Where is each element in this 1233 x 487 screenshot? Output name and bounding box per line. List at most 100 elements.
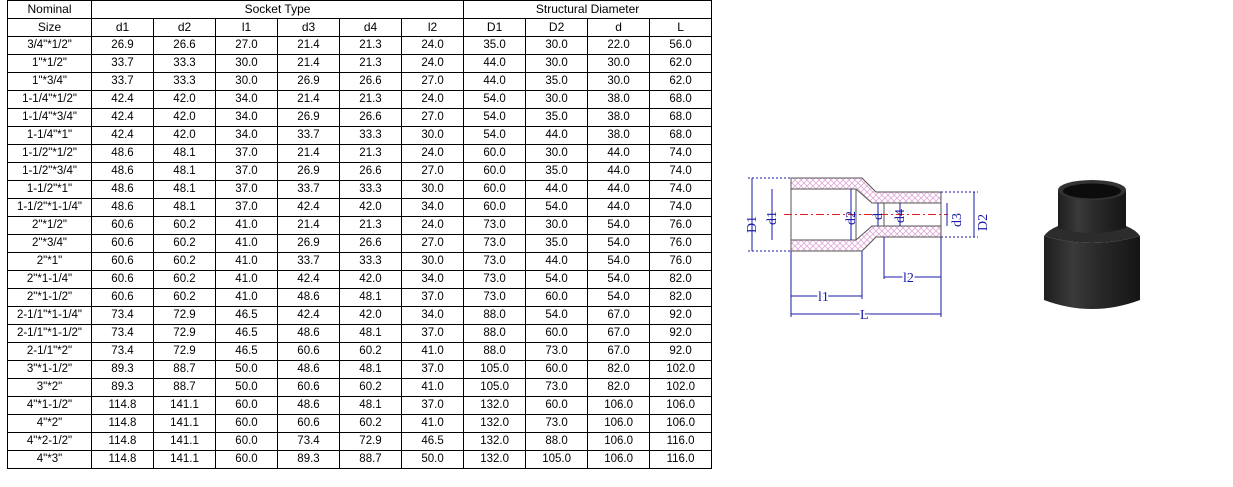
value-cell: 60.6 bbox=[91, 252, 154, 271]
value-cell: 60.0 bbox=[215, 450, 278, 469]
value-cell: 37.0 bbox=[215, 180, 278, 199]
value-cell: 41.0 bbox=[400, 414, 465, 433]
value-cell: 33.3 bbox=[339, 180, 402, 199]
value-cell: 41.0 bbox=[400, 342, 465, 361]
value-cell: 88.0 bbox=[525, 432, 589, 451]
value-cell: 21.4 bbox=[277, 36, 340, 55]
value-cell: 26.9 bbox=[277, 72, 340, 91]
value-cell: 44.0 bbox=[463, 72, 527, 91]
value-cell: 37.0 bbox=[215, 162, 278, 181]
value-cell: 82.0 bbox=[587, 378, 651, 397]
value-cell: 60.0 bbox=[463, 198, 527, 217]
value-cell: 38.0 bbox=[587, 108, 651, 127]
value-cell: 82.0 bbox=[587, 360, 651, 379]
size-cell: 3/4"*1/2" bbox=[7, 36, 92, 55]
value-cell: 44.0 bbox=[525, 180, 589, 199]
value-cell: 48.6 bbox=[91, 180, 154, 199]
dim-label-d1: d1 bbox=[765, 211, 780, 225]
value-cell: 34.0 bbox=[400, 306, 465, 325]
value-cell: 30.0 bbox=[587, 54, 651, 73]
value-cell: 92.0 bbox=[649, 306, 713, 325]
value-cell: 48.6 bbox=[91, 144, 154, 163]
value-cell: 88.7 bbox=[339, 450, 402, 469]
size-cell: 3"*2" bbox=[7, 378, 92, 397]
value-cell: 33.3 bbox=[153, 54, 216, 73]
value-cell: 73.0 bbox=[463, 234, 527, 253]
column-header-col2: d2 bbox=[153, 18, 216, 37]
value-cell: 44.0 bbox=[525, 126, 589, 145]
value-cell: 60.0 bbox=[215, 414, 278, 433]
size-cell: 4"*2" bbox=[7, 414, 92, 433]
value-cell: 30.0 bbox=[525, 90, 589, 109]
value-cell: 37.0 bbox=[215, 198, 278, 217]
value-cell: 46.5 bbox=[215, 324, 278, 343]
value-cell: 54.0 bbox=[587, 234, 651, 253]
value-cell: 73.4 bbox=[91, 324, 154, 343]
value-cell: 42.4 bbox=[277, 198, 340, 217]
value-cell: 114.8 bbox=[91, 432, 154, 451]
value-cell: 24.0 bbox=[400, 144, 465, 163]
value-cell: 26.6 bbox=[339, 162, 402, 181]
value-cell: 116.0 bbox=[649, 450, 713, 469]
value-cell: 21.4 bbox=[277, 144, 340, 163]
dim-label-l1: l1 bbox=[818, 290, 829, 305]
column-header-col8: D2 bbox=[525, 18, 589, 37]
value-cell: 34.0 bbox=[215, 108, 278, 127]
reducer-dimension-diagram: D1 d1 d2 d d4 d3 D2 l1 l2 L bbox=[745, 177, 991, 325]
value-cell: 60.6 bbox=[277, 342, 340, 361]
value-cell: 48.1 bbox=[339, 288, 402, 307]
size-cell: 4"*2-1/2" bbox=[7, 432, 92, 451]
value-cell: 42.0 bbox=[339, 306, 402, 325]
value-cell: 48.1 bbox=[339, 396, 402, 415]
value-cell: 76.0 bbox=[649, 234, 713, 253]
size-cell: 3"*1-1/2" bbox=[7, 360, 92, 379]
value-cell: 60.2 bbox=[153, 270, 216, 289]
value-cell: 132.0 bbox=[463, 396, 527, 415]
header-structural-diameter: Structural Diameter bbox=[463, 0, 713, 19]
value-cell: 54.0 bbox=[587, 252, 651, 271]
value-cell: 48.1 bbox=[153, 198, 216, 217]
dim-label-D1: D1 bbox=[745, 216, 760, 233]
size-cell: 2"*3/4" bbox=[7, 234, 92, 253]
value-cell: 35.0 bbox=[525, 162, 589, 181]
value-cell: 67.0 bbox=[587, 306, 651, 325]
value-cell: 42.4 bbox=[277, 306, 340, 325]
value-cell: 30.0 bbox=[400, 126, 465, 145]
value-cell: 54.0 bbox=[463, 90, 527, 109]
value-cell: 60.0 bbox=[463, 144, 527, 163]
column-header-col4: d3 bbox=[277, 18, 340, 37]
value-cell: 60.0 bbox=[525, 396, 589, 415]
value-cell: 54.0 bbox=[525, 270, 589, 289]
value-cell: 42.0 bbox=[339, 270, 402, 289]
header-socket-type: Socket Type bbox=[90, 0, 465, 19]
value-cell: 60.6 bbox=[91, 234, 154, 253]
value-cell: 102.0 bbox=[649, 378, 713, 397]
column-header-col5: d4 bbox=[339, 18, 402, 37]
pipe-reducer-photo-icon bbox=[1044, 180, 1140, 309]
value-cell: 22.0 bbox=[587, 36, 651, 55]
value-cell: 106.0 bbox=[587, 432, 651, 451]
value-cell: 42.0 bbox=[339, 198, 402, 217]
size-cell: 1-1/2"*1" bbox=[7, 180, 92, 199]
value-cell: 132.0 bbox=[463, 432, 527, 451]
value-cell: 76.0 bbox=[649, 252, 713, 271]
value-cell: 44.0 bbox=[587, 198, 651, 217]
value-cell: 41.0 bbox=[215, 216, 278, 235]
value-cell: 54.0 bbox=[525, 306, 589, 325]
dim-label-L: L bbox=[860, 308, 869, 323]
value-cell: 106.0 bbox=[587, 396, 651, 415]
column-header-col6: l2 bbox=[400, 18, 465, 37]
value-cell: 67.0 bbox=[587, 324, 651, 343]
value-cell: 105.0 bbox=[463, 360, 527, 379]
value-cell: 34.0 bbox=[215, 126, 278, 145]
value-cell: 44.0 bbox=[587, 162, 651, 181]
